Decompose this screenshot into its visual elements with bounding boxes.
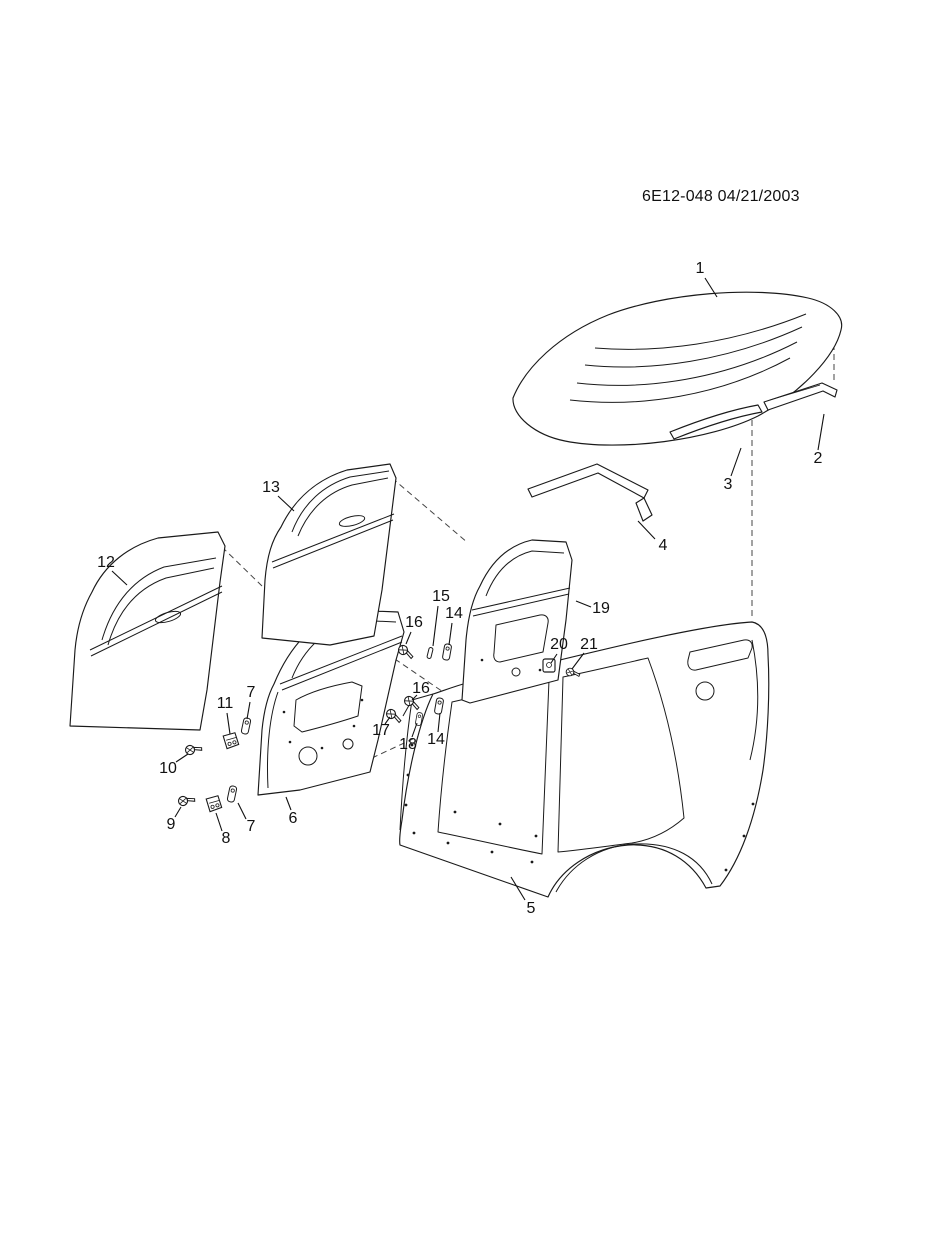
callout-leader-11 xyxy=(226,712,231,735)
rear-hinge-bolt-16-lower xyxy=(402,694,422,711)
front-door-weld-dots xyxy=(282,698,364,750)
rear-door-outer-shape xyxy=(261,463,397,646)
callout-label-7: 7 xyxy=(247,818,256,835)
callout-leader-7 xyxy=(237,802,247,820)
callout-leader-14 xyxy=(437,712,441,733)
callout-leader-10 xyxy=(175,753,189,763)
roof-panel-ribs xyxy=(569,313,807,403)
front-door-speaker-hole xyxy=(298,746,318,766)
roof-bow-outline xyxy=(669,404,763,440)
front-door-outer-shape xyxy=(69,531,226,731)
callout-label-16: 16 xyxy=(412,680,430,697)
door-stop-7-lower xyxy=(226,784,238,804)
callout-leader-18 xyxy=(411,722,418,738)
callout-label-14: 14 xyxy=(427,731,445,748)
hinge-pin-15 xyxy=(426,646,434,660)
callout-leader-3 xyxy=(730,447,742,477)
callout-leader-14 xyxy=(448,622,453,646)
callout-label-14: 14 xyxy=(445,605,463,622)
rear-door-inner-outline xyxy=(461,539,573,704)
rear-door-inner-details xyxy=(471,550,571,663)
callout-leader-6 xyxy=(285,796,292,811)
front-door-outer-outline xyxy=(69,531,226,731)
roof-panel-outline xyxy=(512,291,843,446)
callout-leader-7 xyxy=(246,701,251,720)
front-door-access-hole xyxy=(342,738,354,750)
callout-leader-8 xyxy=(215,812,223,832)
callout-leader-5 xyxy=(510,876,526,901)
front-door-outer-details xyxy=(89,557,223,657)
callout-label-15: 15 xyxy=(432,588,450,605)
fuel-door-circle xyxy=(695,681,715,701)
body-side-wheel-arch-inner xyxy=(555,843,713,893)
callout-label-7: 7 xyxy=(247,684,256,701)
callout-label-13: 13 xyxy=(262,479,280,496)
lower-hinge-8 xyxy=(205,794,223,813)
body-side-rear-lamp-line xyxy=(749,639,759,761)
body-side-outline xyxy=(399,621,770,898)
roof-panel-shape xyxy=(512,291,843,446)
callout-label-6: 6 xyxy=(289,810,298,827)
windshield-header-foot xyxy=(635,497,653,522)
projection-line xyxy=(369,641,453,699)
callout-label-12: 12 xyxy=(97,554,115,571)
callout-leader-17 xyxy=(384,716,391,725)
callout-label-21: 21 xyxy=(580,636,598,653)
callout-leader-9 xyxy=(174,806,182,818)
body-side-quarter-window xyxy=(687,639,753,671)
rear-door-outer-details xyxy=(271,470,395,569)
callout-label-2: 2 xyxy=(814,450,823,467)
callout-label-5: 5 xyxy=(527,900,536,917)
rear-door-outer-outline xyxy=(261,463,397,646)
roof-side-rail-outline xyxy=(763,382,838,411)
door-striker-20 xyxy=(542,658,556,673)
roof-side-rail-line xyxy=(769,384,821,401)
roof-side-rail-shape xyxy=(763,382,838,411)
callout-leader-20 xyxy=(550,653,558,664)
callout-label-11: 11 xyxy=(217,695,234,712)
callout-leader-19 xyxy=(575,600,592,608)
hinge-bolt-9 xyxy=(176,791,197,809)
door-stop-7-upper xyxy=(240,716,252,736)
callout-label-8: 8 xyxy=(222,830,231,847)
callout-leader-15 xyxy=(432,605,439,647)
upper-hinge-11 xyxy=(222,731,240,750)
hinge-plate-14-upper xyxy=(441,643,453,661)
roof-bow-shape xyxy=(669,404,763,440)
projection-line xyxy=(391,477,469,544)
rear-door-inner-shape xyxy=(461,539,573,704)
body-side-panel-shape xyxy=(399,621,770,898)
rear-door-inner-hole xyxy=(511,667,521,677)
rear-door-dot xyxy=(538,668,542,672)
callout-label-19: 19 xyxy=(592,600,610,617)
callout-label-3: 3 xyxy=(724,476,733,493)
windshield-header-outline xyxy=(527,463,649,499)
callout-label-18: 18 xyxy=(399,736,417,753)
callout-leader-12 xyxy=(111,570,128,586)
callout-label-1: 1 xyxy=(696,260,705,277)
windshield-header-shape xyxy=(527,463,653,522)
callout-label-16: 16 xyxy=(405,614,423,631)
callout-label-17: 17 xyxy=(372,722,390,739)
callout-leader-4 xyxy=(637,520,656,540)
callout-leader-16 xyxy=(405,631,412,645)
callout-leader-13 xyxy=(277,495,295,512)
diagram-reference-number: 6E12-048 04/21/2003 xyxy=(642,188,800,205)
callout-label-9: 9 xyxy=(167,816,176,833)
callout-leader-16 xyxy=(411,694,418,701)
rear-hinge-bolt-16-upper xyxy=(396,643,416,660)
front-door-handle xyxy=(154,610,182,624)
callout-leader-1 xyxy=(704,277,718,298)
callout-label-4: 4 xyxy=(659,537,668,554)
callout-label-20: 20 xyxy=(550,636,568,653)
callout-leader-2 xyxy=(817,413,825,451)
rear-door-dot xyxy=(480,658,484,662)
callout-label-10: 10 xyxy=(159,760,177,777)
projection-line xyxy=(221,546,263,587)
rear-door-handle xyxy=(338,515,366,527)
body-side-weld-dots xyxy=(404,743,755,872)
callout-leader-21 xyxy=(571,652,585,670)
